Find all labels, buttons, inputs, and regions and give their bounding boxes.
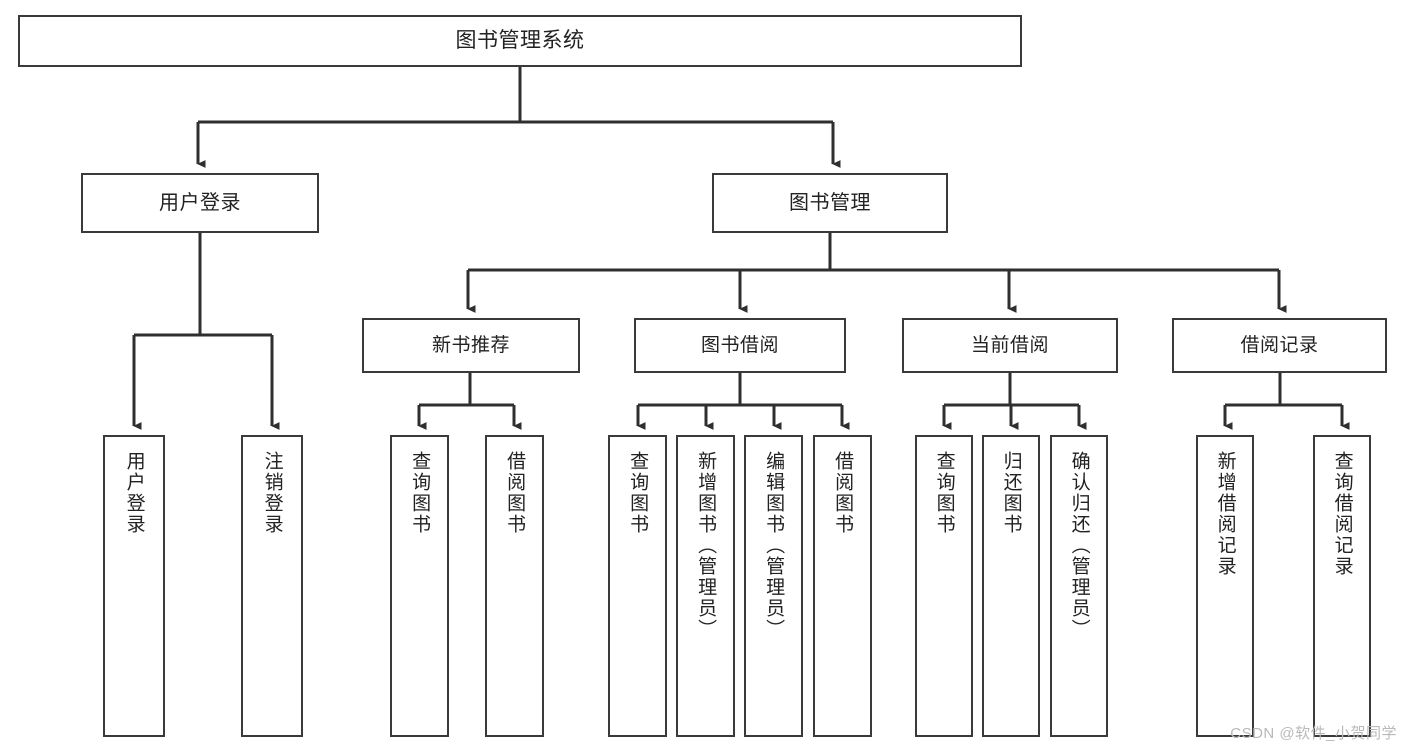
node-user-login-label: 用户登录 <box>159 191 241 214</box>
node-new-book-recommend[interactable]: 新书推荐 <box>362 318 580 373</box>
node-leaf-borrow-book-2-label: 借阅图书 <box>832 451 854 535</box>
node-book-borrow-label: 图书借阅 <box>700 334 779 356</box>
node-book-manage[interactable]: 图书管理 <box>712 173 948 233</box>
node-leaf-query-book-3-label: 查询图书 <box>933 451 955 535</box>
node-leaf-query-book-1-label: 查询图书 <box>409 451 431 535</box>
node-book-manage-label: 图书管理 <box>789 191 871 214</box>
node-borrow-record-label: 借阅记录 <box>1240 334 1319 356</box>
node-new-book-recommend-label: 新书推荐 <box>431 334 510 356</box>
node-leaf-query-borrow-record-label: 查询借阅记录 <box>1331 451 1353 577</box>
node-leaf-logout-login-label: 注销登录 <box>261 451 283 535</box>
node-leaf-return-book-label: 归还图书 <box>1000 451 1022 535</box>
node-user-login[interactable]: 用户登录 <box>81 173 319 233</box>
node-leaf-add-borrow-record-label: 新增借阅记录 <box>1214 451 1236 577</box>
node-leaf-query-borrow-record[interactable]: 查询借阅记录 <box>1313 435 1371 737</box>
node-leaf-user-login[interactable]: 用户登录 <box>103 435 165 737</box>
csdn-watermark: CSDN @软件_小贺同学 <box>1230 725 1397 742</box>
node-leaf-add-book-admin-label: 新增图书（管理员） <box>695 451 717 640</box>
node-leaf-edit-book-admin[interactable]: 编辑图书（管理员） <box>744 435 803 737</box>
node-leaf-query-book-1[interactable]: 查询图书 <box>390 435 449 737</box>
node-leaf-borrow-book-1[interactable]: 借阅图书 <box>485 435 544 737</box>
node-root-label: 图书管理系统 <box>455 29 585 53</box>
node-leaf-return-book[interactable]: 归还图书 <box>982 435 1040 737</box>
node-book-borrow[interactable]: 图书借阅 <box>634 318 846 373</box>
node-leaf-add-borrow-record[interactable]: 新增借阅记录 <box>1196 435 1254 737</box>
node-leaf-borrow-book-2[interactable]: 借阅图书 <box>813 435 872 737</box>
node-current-borrow[interactable]: 当前借阅 <box>902 318 1118 373</box>
node-leaf-query-book-2-label: 查询图书 <box>627 451 649 535</box>
node-leaf-add-book-admin[interactable]: 新增图书（管理员） <box>676 435 735 737</box>
node-leaf-query-book-2[interactable]: 查询图书 <box>608 435 667 737</box>
node-root[interactable]: 图书管理系统 <box>18 15 1022 67</box>
node-leaf-logout-login[interactable]: 注销登录 <box>241 435 303 737</box>
node-leaf-user-login-label: 用户登录 <box>123 451 145 535</box>
node-leaf-borrow-book-1-label: 借阅图书 <box>504 451 526 535</box>
node-leaf-confirm-return-admin[interactable]: 确认归还（管理员） <box>1050 435 1108 737</box>
node-current-borrow-label: 当前借阅 <box>970 334 1049 356</box>
node-leaf-edit-book-admin-label: 编辑图书（管理员） <box>763 451 785 640</box>
node-leaf-confirm-return-admin-label: 确认归还（管理员） <box>1068 451 1090 640</box>
node-leaf-query-book-3[interactable]: 查询图书 <box>915 435 973 737</box>
node-borrow-record[interactable]: 借阅记录 <box>1172 318 1387 373</box>
